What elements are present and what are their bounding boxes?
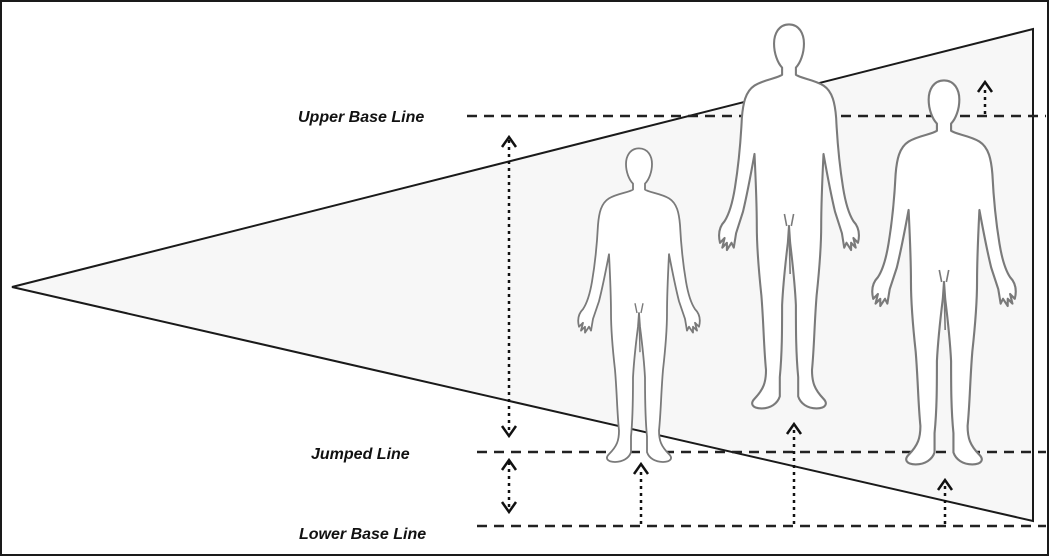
lower-base-line-label: Lower Base Line [299, 526, 426, 543]
double-arrow-icon [502, 460, 516, 512]
jumped-line-label: Jumped Line [311, 446, 410, 463]
upper-base-line-label: Upper Base Line [298, 109, 424, 126]
up-arrow-icon [634, 464, 648, 524]
